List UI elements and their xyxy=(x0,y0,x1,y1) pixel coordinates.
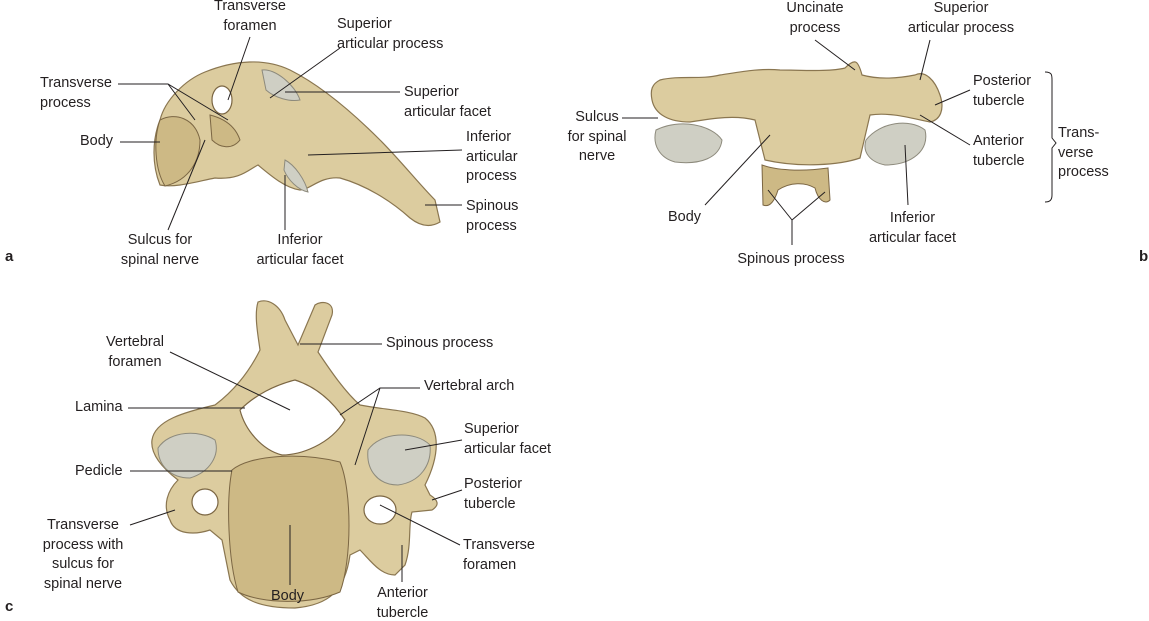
label-posterior-tubercle-c: Posterior tubercle xyxy=(464,476,523,512)
label-inferior-articular-process: Inferior articular process xyxy=(466,129,518,184)
vertebra-superior-view xyxy=(151,300,438,609)
label-transverse-process: Transverse process xyxy=(40,75,112,111)
label-posterior-tubercle-b: Posterior tubercle xyxy=(973,73,1032,109)
label-superior-articular-process: Superior articular process xyxy=(337,16,444,52)
label-transverse-foramen: Transverse foramen xyxy=(214,0,286,34)
panel-label-a: a xyxy=(5,248,14,265)
label-body-c: Body xyxy=(271,588,305,604)
label-lamina: Lamina xyxy=(75,399,123,415)
label-spinous-process-b: Spinous process xyxy=(737,251,845,267)
vertebra-lateral-view xyxy=(153,61,441,227)
label-inferior-articular-facet: Inferior articular facet xyxy=(256,232,344,268)
panel-label-b: b xyxy=(1139,248,1149,265)
vertebra-anterior-view xyxy=(650,61,943,207)
label-superior-articular-facet-c: Superior articular facet xyxy=(464,421,552,457)
label-vertebral-arch: Vertebral arch xyxy=(424,378,515,394)
leader-lines xyxy=(118,36,1057,585)
label-uncinate-process: Uncinate process xyxy=(786,0,844,36)
label-spinous-process: Spinous process xyxy=(466,198,519,234)
label-superior-articular-process-b: Superior articular process xyxy=(907,0,1015,36)
label-spinous-process-c: Spinous process xyxy=(386,335,494,351)
label-body-b: Body xyxy=(668,209,702,225)
label-vertebral-foramen: Vertebral foramen xyxy=(105,334,165,370)
label-transverse-process-with-sulcus: Transverse process with sulcus for spina… xyxy=(42,517,124,592)
label-transverse-foramen-c: Transverse foramen xyxy=(463,537,535,573)
label-anterior-tubercle-b: Anterior tubercle xyxy=(973,133,1025,169)
label-body: Body xyxy=(80,133,114,149)
label-sulcus-for-spinal-nerve: Sulcus for spinal nerve xyxy=(120,232,200,268)
label-transverse-process-b: Trans- verse process xyxy=(1058,125,1109,180)
label-sulcus-for-spinal-nerve-b: Sulcus for spinal nerve xyxy=(567,109,627,164)
label-superior-articular-facet: Superior articular facet xyxy=(404,84,492,120)
label-pedicle: Pedicle xyxy=(75,463,123,479)
label-anterior-tubercle-c: Anterior tubercle xyxy=(376,585,429,621)
label-inferior-articular-facet-b: Inferior articular facet xyxy=(868,210,957,246)
panel-label-c: c xyxy=(5,598,14,615)
